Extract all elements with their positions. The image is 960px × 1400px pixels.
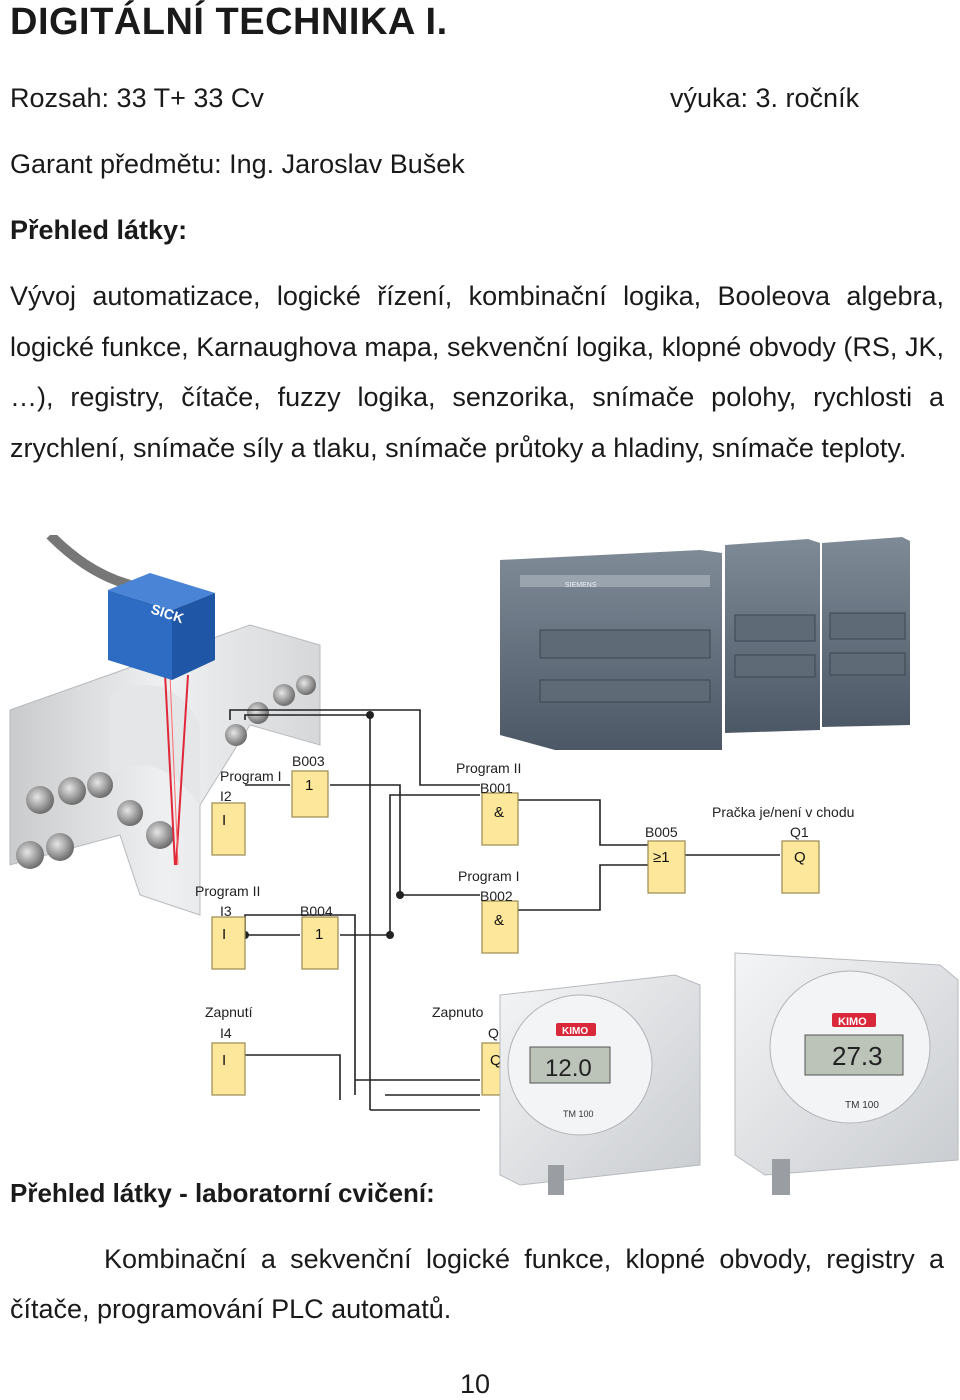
- block-q-label: Q: [490, 1052, 502, 1069]
- block-q-caption: Zapnuto: [432, 1004, 484, 1020]
- block-i3-label: I: [222, 926, 226, 943]
- block-i3-caption: Program II: [195, 883, 260, 899]
- block-b002-label: &: [494, 912, 504, 929]
- block-i3-id: I3: [220, 903, 232, 919]
- block-b004-label: 1: [315, 926, 323, 943]
- course-scope: Rozsah: 33 T+ 33 Cv: [10, 83, 264, 113]
- block-b005-id: B005: [645, 824, 678, 840]
- lab-text: Kombinační a sekvenční logické funkce, k…: [10, 1244, 944, 1324]
- block-b003-label: 1: [305, 777, 313, 794]
- overview-heading: Přehled látky:: [10, 215, 188, 245]
- block-q1-id: Q1: [790, 824, 809, 840]
- block-b002-id: B002: [480, 888, 513, 904]
- thermo-1-model: TM 100: [563, 1109, 594, 1119]
- plc-modules-image: SIEMENS: [500, 537, 910, 750]
- course-year: výuka: 3. ročník: [670, 83, 860, 113]
- block-i2-label: I: [222, 812, 226, 829]
- page-number: 10: [460, 1369, 491, 1399]
- block-b005-label: ≥1: [653, 849, 670, 866]
- overview-text: Vývoj automatizace, logické řízení, komb…: [10, 281, 944, 463]
- block-b002-caption: Program I: [458, 868, 519, 884]
- block-b003-id: B003: [292, 753, 325, 769]
- illustration-collage: SICK SIEMENS: [9, 535, 959, 1195]
- lab-heading: Přehled látky - laboratorní cvičení:: [10, 1178, 435, 1208]
- block-i2-id: I2: [220, 788, 232, 804]
- block-b001-label: &: [494, 804, 504, 821]
- block-q1-caption: Pračka je/není v chodu: [712, 804, 854, 820]
- kimo-thermometer-2-image: KIMO 27.3 TM 100: [734, 952, 959, 1195]
- block-q-id: Q: [488, 1025, 499, 1041]
- thermo-1-brand: KIMO: [562, 1026, 588, 1037]
- conveyor-belt-image: [9, 624, 321, 916]
- block-q1-label: Q: [794, 849, 806, 866]
- thermo-1-reading: 12.0: [545, 1055, 592, 1082]
- block-i4-label: I: [222, 1052, 226, 1069]
- block-b001-id: B001: [480, 780, 513, 796]
- block-i4-id: I4: [220, 1025, 232, 1041]
- kimo-thermometer-1-image: KIMO 12.0 TM 100: [499, 974, 701, 1195]
- block-b001-caption: Program II: [456, 760, 521, 776]
- sick-sensor-image: SICK: [46, 535, 215, 680]
- logic-function-diagram: [229, 709, 780, 1111]
- thermo-2-model: TM 100: [845, 1100, 879, 1111]
- plc-brand-label: SIEMENS: [565, 582, 597, 589]
- thermo-2-brand: KIMO: [838, 1016, 867, 1028]
- document-title: DIGITÁLNÍ TECHNIKA I.: [10, 1, 448, 43]
- course-guarantor: Garant předmětu: Ing. Jaroslav Bušek: [10, 149, 465, 179]
- thermo-2-reading: 27.3: [832, 1041, 883, 1071]
- block-i2-caption: Program I: [220, 768, 281, 784]
- block-i4-caption: Zapnutí: [205, 1004, 253, 1020]
- block-b004-id: B004: [300, 903, 333, 919]
